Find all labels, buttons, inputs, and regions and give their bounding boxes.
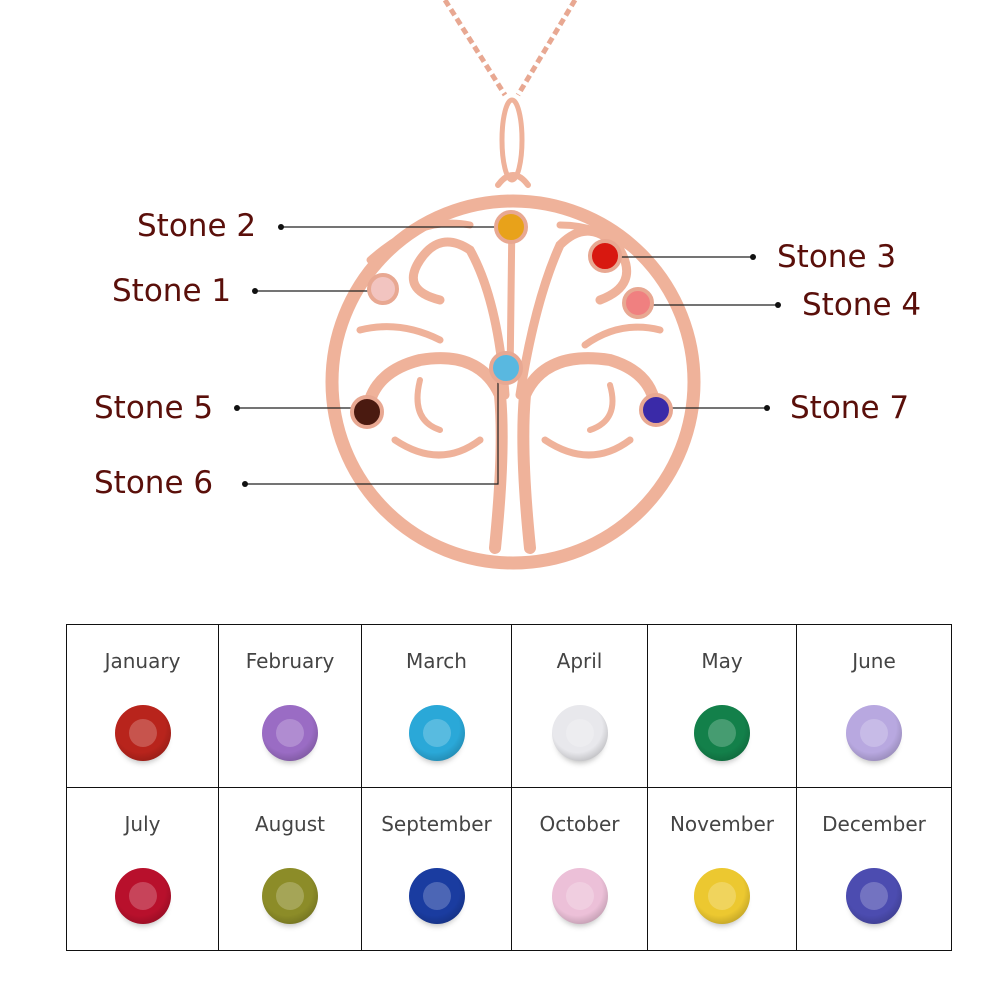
chain: [442, 0, 578, 97]
tree-of-life-necklace: [234, 0, 781, 570]
month-name: March: [406, 649, 467, 673]
month-name: December: [822, 812, 926, 836]
month-name: May: [701, 649, 743, 673]
birthstone-gem: [694, 705, 750, 761]
month-name: February: [245, 649, 335, 673]
month-cell: September: [361, 787, 512, 951]
stone-5-gem: [350, 395, 384, 429]
month-name: July: [124, 812, 161, 836]
month-name: June: [852, 649, 896, 673]
month-cell: August: [218, 787, 362, 951]
stone-7-gem: [639, 393, 673, 427]
birthstone-gem: [551, 705, 608, 761]
stone-6-label: Stone 6: [94, 465, 214, 501]
stone-2-label: Stone 2: [137, 208, 257, 244]
stone-4-gem: [622, 287, 654, 319]
month-name: September: [381, 812, 492, 836]
stone-4-label: Stone 4: [802, 287, 922, 323]
month-name: November: [669, 812, 775, 836]
birthstone-gem: [408, 705, 465, 761]
birthstone-gem: [846, 705, 902, 761]
month-name: August: [255, 812, 325, 836]
birthstone-gem: [262, 868, 318, 924]
month-cell: January: [66, 624, 219, 788]
birthstone-gem: [262, 705, 318, 761]
stone-1-label: Stone 1: [112, 273, 232, 309]
month-cell: March: [361, 624, 512, 788]
leader-lines: [237, 226, 778, 485]
month-cell: April: [511, 624, 648, 788]
pendant-metal: [325, 97, 701, 570]
month-name: October: [539, 812, 620, 836]
month-cell: October: [511, 787, 648, 951]
month-cell: May: [647, 624, 797, 788]
birthstone-gem: [114, 705, 171, 761]
birthstone-gem: [694, 868, 750, 924]
birthstone-gem: [551, 868, 608, 924]
month-cell: June: [796, 624, 952, 788]
month-name: April: [556, 649, 603, 673]
stone-2-gem: [494, 210, 528, 244]
birthstone-chart: January February March April May June Ju…: [66, 624, 952, 951]
month-cell: November: [647, 787, 797, 951]
birthstone-gem: [114, 868, 171, 924]
month-cell: February: [218, 624, 362, 788]
stone-7-label: Stone 7: [790, 390, 910, 426]
stone-3-label: Stone 3: [777, 239, 897, 275]
month-cell: July: [66, 787, 219, 951]
month-cell: December: [796, 787, 952, 951]
stone-5-label: Stone 5: [94, 390, 214, 426]
pendant-stones: [350, 210, 673, 429]
month-name: January: [104, 649, 181, 673]
stone-3-gem: [588, 239, 622, 273]
birthstone-gem: [846, 868, 902, 924]
stone-6-gem: [489, 351, 523, 385]
leader-dots: [234, 224, 781, 487]
stone-1-gem: [367, 273, 399, 305]
birthstone-gem: [408, 868, 465, 924]
